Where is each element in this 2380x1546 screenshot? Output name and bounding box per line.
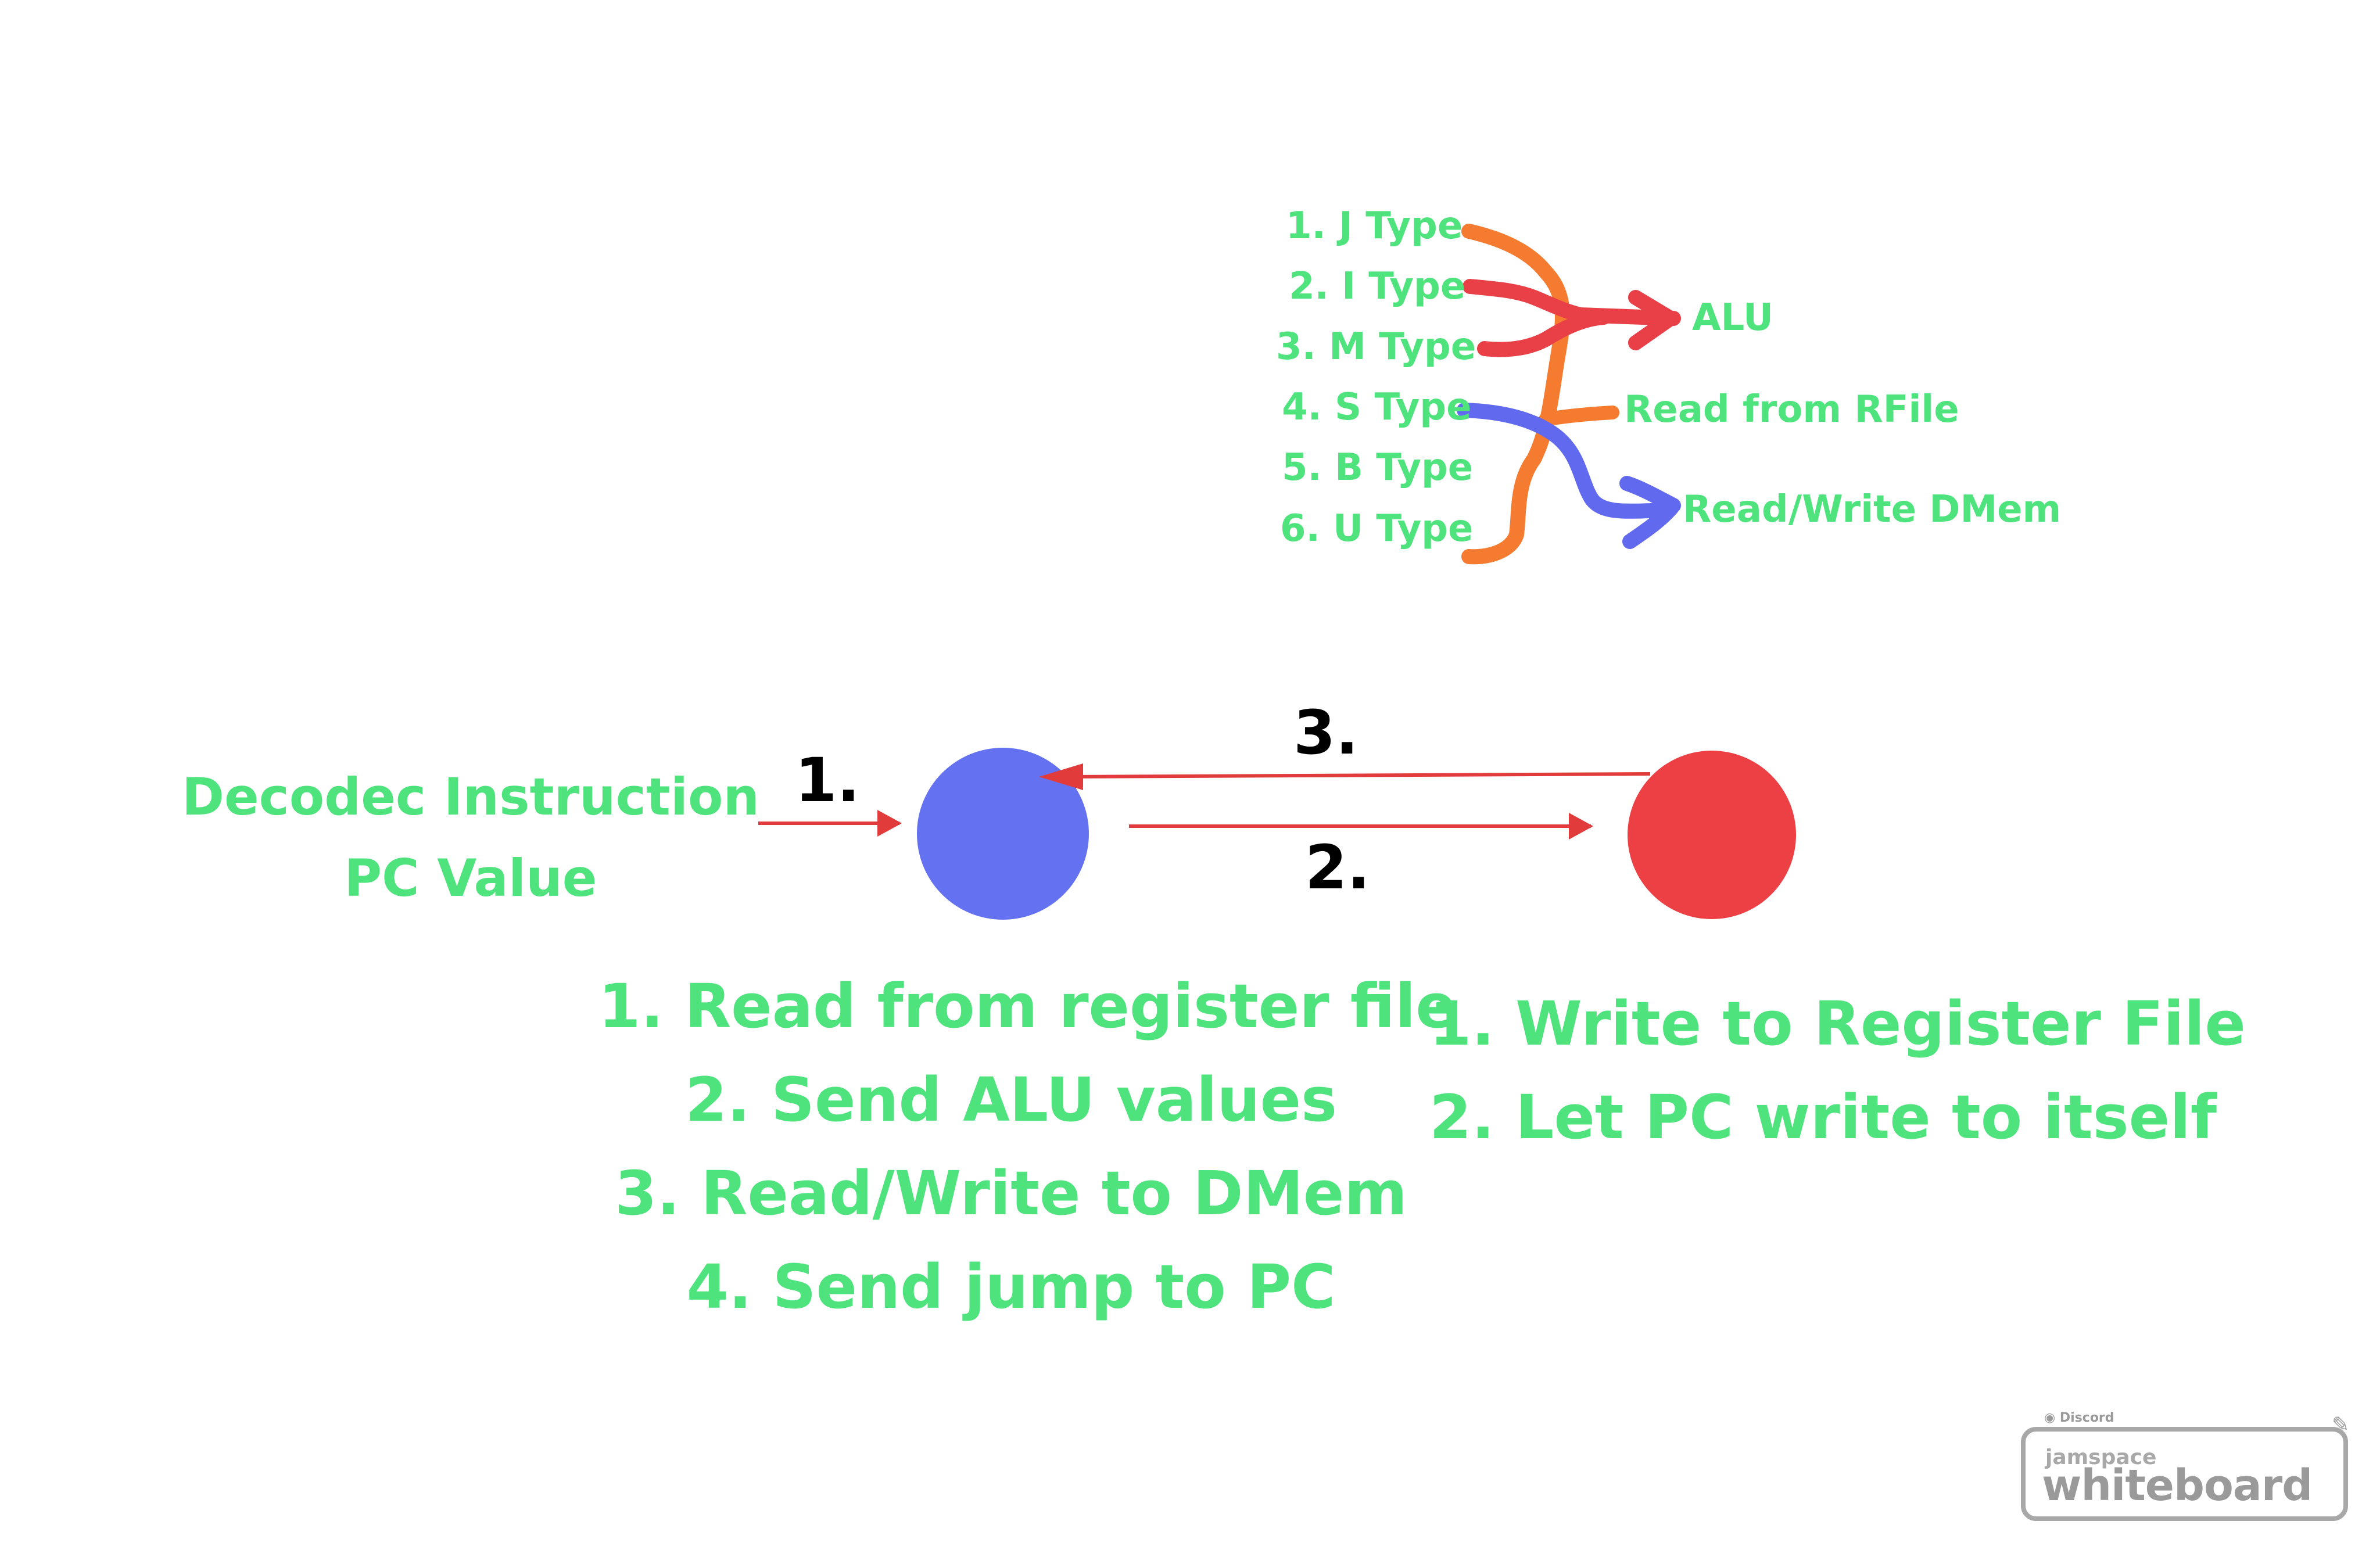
type-label-u: 6. U Type <box>1280 507 1474 550</box>
step-1-label: 1. <box>795 745 860 816</box>
type-label-j: 1. J Type <box>1286 205 1463 247</box>
type-label-s: 4. S Type <box>1282 386 1472 429</box>
blue-task-item: 2. Send ALU values <box>684 1064 1337 1135</box>
discord-logo-text: ◉ Discord <box>2044 1411 2114 1425</box>
logo-jamspace-text: jamspace <box>2045 1445 2157 1469</box>
red-alu-arrowhead <box>1628 290 1678 350</box>
pen-icon: ✎ <box>2332 1413 2350 1437</box>
input-label-line1: Decodec Instruction <box>181 767 760 827</box>
output-alu-label: ALU <box>1692 296 1773 339</box>
red-node[interactable] <box>1628 751 1796 919</box>
arrow-red-to-blue <box>1062 772 1651 779</box>
type-label-m: 3. M Type <box>1276 325 1476 368</box>
discord-icon: ◉ <box>2044 1411 2056 1425</box>
red-i-type-stroke <box>1463 279 1681 326</box>
red-task-item: 1. Write to Register File <box>1429 988 2246 1059</box>
orange-bracket-stroke <box>1461 224 1570 565</box>
step-2-label: 2. <box>1305 832 1370 903</box>
orange-rfile-stroke <box>1539 406 1619 426</box>
logo-frame <box>2021 1427 2348 1521</box>
blue-s-type-stroke <box>1457 403 1675 519</box>
output-dmem-label: Read/Write DMem <box>1683 488 2062 531</box>
blue-task-item: 1. Read from register file <box>598 971 1457 1042</box>
output-rfile-label: Read from RFile <box>1624 388 1959 431</box>
blue-task-item: 3. Read/Write to DMem <box>615 1158 1407 1229</box>
red-node-task-list: 1. Write to Register File 2. Let PC writ… <box>1429 977 2246 1164</box>
blue-dmem-arrowhead <box>1619 476 1681 549</box>
blue-node[interactable] <box>917 748 1089 920</box>
logo-whiteboard-text: whiteboard <box>2042 1461 2313 1511</box>
jamspace-whiteboard-logo: ◉ Discord jamspace whiteboard ✎ <box>2021 1411 2354 1528</box>
blue-task-item: 4. Send jump to PC <box>686 1251 1336 1322</box>
arrowhead-input-to-blue <box>877 810 902 837</box>
red-m-type-stroke <box>1477 310 1611 357</box>
input-label-line2: PC Value <box>344 848 597 908</box>
type-label-i: 2. I Type <box>1289 265 1466 308</box>
arrowhead-red-to-blue <box>1039 763 1083 790</box>
blue-node-task-list: 1. Read from register file 2. Send ALU v… <box>598 960 1457 1334</box>
arrowhead-blue-to-red <box>1569 813 1593 840</box>
type-label-b: 5. B Type <box>1282 446 1474 489</box>
red-task-item: 2. Let PC write to itself <box>1429 1082 2217 1153</box>
step-3-label: 3. <box>1293 697 1359 768</box>
